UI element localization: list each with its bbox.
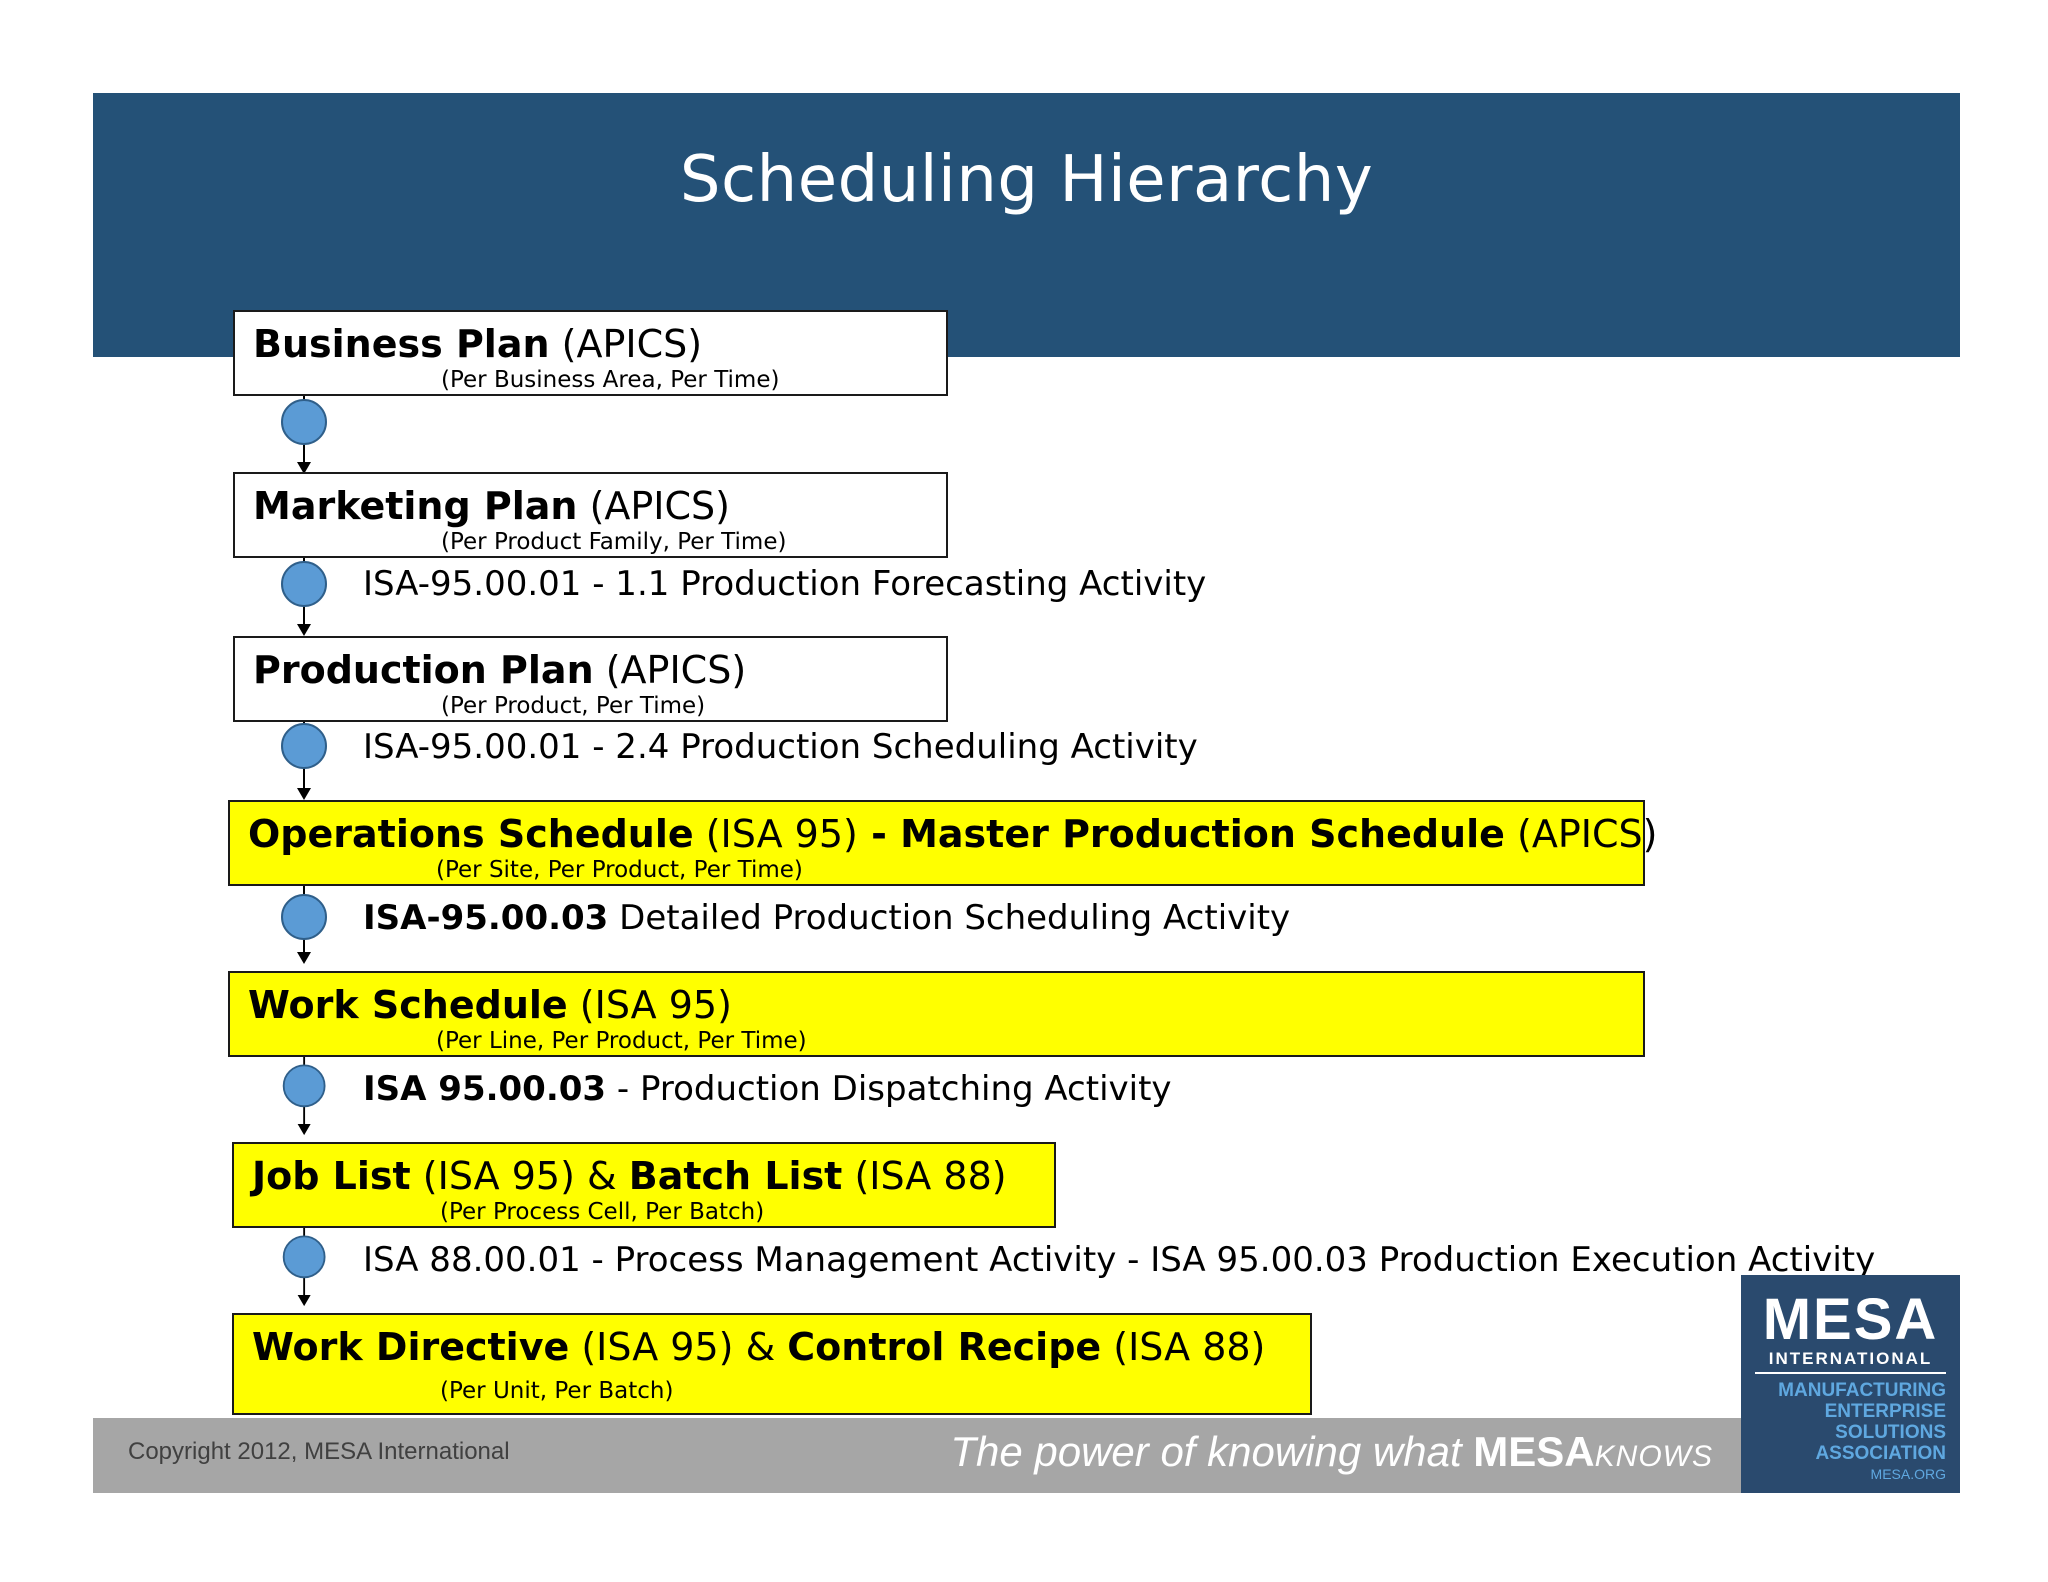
level-standard: (APICS)	[589, 484, 730, 528]
flow-node	[282, 1235, 326, 1279]
logo-line: ASSOCIATION	[1815, 1443, 1946, 1464]
level-job-list: Job List (ISA 95) & Batch List (ISA 88) …	[232, 1142, 1056, 1228]
flow-connector	[282, 1228, 326, 1307]
level-standard-secondary: (APICS)	[1517, 812, 1658, 856]
level-separator: -	[857, 812, 901, 856]
activity-text: ISA 88.00.01 - Process Management Activi…	[363, 1240, 1876, 1280]
level-title: Work Schedule (ISA 95)	[248, 981, 732, 1029]
activity-standard: ISA 95.00.03	[363, 1069, 607, 1109]
flow-node	[281, 894, 327, 940]
level-name: Job List	[252, 1154, 411, 1198]
level-scope: (Per Product Family, Per Time)	[441, 529, 787, 555]
activity-label: ISA 88.00.01 - Process Management Activi…	[363, 1240, 1875, 1280]
level-marketing-plan: Marketing Plan (APICS) (Per Product Fami…	[233, 472, 948, 558]
activity-label: ISA-95.00.03 Detailed Production Schedul…	[363, 898, 1290, 938]
level-name: Operations Schedule	[248, 812, 694, 856]
level-standard: (ISA 95)	[705, 812, 858, 856]
level-separator: &	[587, 1154, 617, 1198]
flow-connector	[281, 558, 327, 636]
copyright: Copyright 2012, MESA International	[128, 1438, 510, 1465]
flow-connector	[281, 886, 327, 964]
logo-url: MESA.ORG	[1870, 1466, 1946, 1482]
level-name: Work Directive	[252, 1325, 570, 1369]
level-title: Production Plan (APICS)	[253, 646, 746, 694]
tagline-text: The power of knowing what	[950, 1428, 1474, 1475]
level-name: Marketing Plan	[253, 484, 578, 528]
activity-label: ISA 95.00.03 - Production Dispatching Ac…	[363, 1069, 1172, 1109]
activity-text: - Production Dispatching Activity	[616, 1069, 1172, 1109]
flow-connector	[282, 1057, 326, 1136]
level-scope: (Per Business Area, Per Time)	[441, 367, 780, 393]
level-work-directive: Work Directive (ISA 95) & Control Recipe…	[232, 1313, 1312, 1415]
activity-text: ISA-95.00.01 - 2.4 Production Scheduling…	[363, 727, 1198, 767]
level-scope: (Per Product, Per Time)	[441, 693, 706, 719]
logo-line: SOLUTIONS	[1835, 1422, 1946, 1443]
level-scope: (Per Line, Per Product, Per Time)	[436, 1028, 807, 1054]
logo-subtitle: INTERNATIONAL	[1755, 1349, 1946, 1374]
level-name: Work Schedule	[248, 983, 568, 1027]
level-title: Business Plan (APICS)	[253, 320, 702, 368]
level-standard-secondary: (ISA 88)	[1113, 1325, 1266, 1369]
level-standard: (ISA 95)	[422, 1154, 575, 1198]
activity-label: ISA-95.00.01 - 1.1 Production Forecastin…	[363, 564, 1206, 604]
logo-line: MANUFACTURING	[1778, 1380, 1946, 1401]
activity-label: ISA-95.00.01 - 2.4 Production Scheduling…	[363, 727, 1198, 767]
flow-node	[281, 399, 327, 445]
activity-standard: ISA-95.00.03	[363, 898, 609, 938]
flow-node	[282, 1064, 326, 1108]
flow-connector	[281, 722, 327, 800]
level-name: Production Plan	[253, 648, 594, 692]
logo-line: ENTERPRISE	[1824, 1401, 1946, 1422]
level-production-plan: Production Plan (APICS) (Per Product, Pe…	[233, 636, 948, 722]
footer-band: Copyright 2012, MESA International The p…	[93, 1418, 1960, 1493]
level-scope: (Per Site, Per Product, Per Time)	[436, 857, 803, 883]
level-standard: (ISA 95)	[579, 983, 732, 1027]
level-separator: &	[745, 1325, 776, 1369]
logo-wordmark: MESA	[1762, 1287, 1939, 1352]
level-standard-secondary: (ISA 88)	[854, 1154, 1007, 1198]
level-standard: (ISA 95)	[581, 1325, 734, 1369]
level-title: Marketing Plan (APICS)	[253, 482, 730, 530]
page-title: Scheduling Hierarchy	[679, 143, 1374, 217]
level-business-plan: Business Plan (APICS) (Per Business Area…	[233, 310, 948, 396]
tagline-suffix: KNOWS	[1594, 1440, 1713, 1473]
activity-text: Detailed Production Scheduling Activity	[619, 898, 1291, 938]
flow-node	[281, 723, 327, 769]
activity-text: ISA-95.00.01 - 1.1 Production Forecastin…	[363, 564, 1207, 604]
flow-node	[281, 561, 327, 607]
tagline-brand: MESA	[1473, 1428, 1595, 1475]
level-name-secondary: Master Production Schedule	[900, 812, 1505, 856]
level-title: Operations Schedule (ISA 95) - Master Pr…	[248, 810, 1657, 858]
level-operations-schedule: Operations Schedule (ISA 95) - Master Pr…	[228, 800, 1657, 886]
tagline: The power of knowing what MESAKNOWS	[950, 1428, 1713, 1476]
level-standard: (APICS)	[561, 322, 703, 366]
level-name-secondary: Control Recipe	[787, 1325, 1102, 1369]
level-title: Job List (ISA 95) & Batch List (ISA 88)	[252, 1152, 1007, 1200]
level-work-schedule: Work Schedule (ISA 95) (Per Line, Per Pr…	[228, 971, 1645, 1057]
level-title: Work Directive (ISA 95) & Control Recipe…	[252, 1323, 1265, 1371]
level-name-secondary: Batch List	[628, 1154, 843, 1198]
level-name: Business Plan	[253, 322, 550, 366]
level-scope: (Per Process Cell, Per Batch)	[440, 1199, 765, 1225]
level-standard: (APICS)	[605, 648, 747, 692]
level-scope: (Per Unit, Per Batch)	[440, 1378, 674, 1404]
mesa-logo: MESA INTERNATIONAL MANUFACTURING ENTERPR…	[1741, 1275, 1960, 1493]
flow-connector	[281, 396, 327, 474]
